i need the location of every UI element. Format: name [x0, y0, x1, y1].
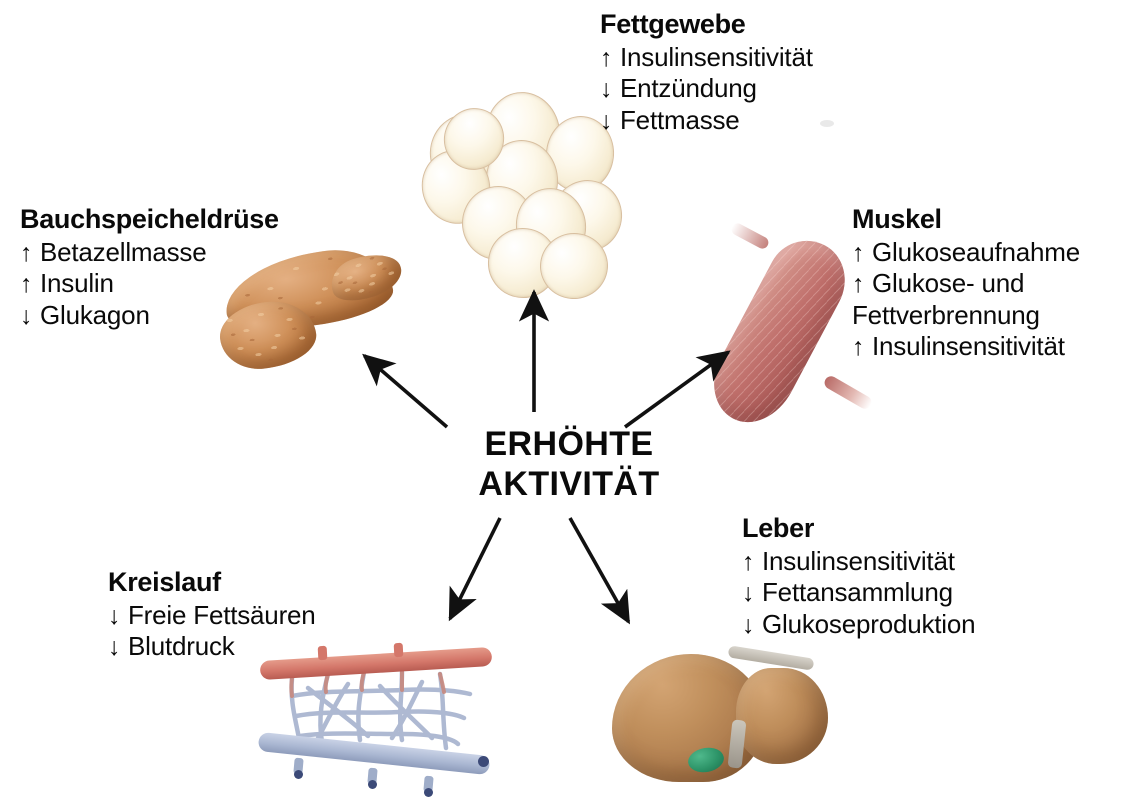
label-circulation: Kreislauf ↓Freie Fettsäuren ↓Blutdruck [108, 566, 316, 663]
label-adipose-effect-1: ↓Entzündung [600, 73, 813, 104]
muscle-fiber-texture [698, 227, 860, 437]
label-liver-title: Leber [742, 513, 815, 543]
arrow-down-icon: ↓ [600, 106, 613, 135]
arrow-up-icon: ↑ [742, 547, 755, 576]
arrow-down-icon: ↓ [108, 601, 121, 630]
label-muscle-effect-1: ↑Glukose- und [852, 268, 1080, 299]
effect-text: Insulinsensitivität [872, 331, 1065, 362]
effect-text: Glukagon [40, 299, 150, 330]
circulation-image [256, 642, 502, 798]
label-liver-effect-2: ↓Glukoseproduktion [742, 608, 976, 640]
effect-text: Glukoseproduktion [762, 608, 976, 639]
liver-left-lobe [736, 668, 828, 764]
arrow-to-liver [568, 517, 631, 625]
arrow-up-icon: ↑ [852, 238, 865, 267]
effect-text: Fettmasse [620, 104, 740, 135]
effect-text: Fettverbrennung [852, 299, 1040, 330]
arrow-down-icon: ↓ [742, 579, 755, 608]
arrow-to-circulation [448, 517, 502, 622]
arrow-up-icon: ↑ [600, 43, 613, 72]
vein-stub-cap [294, 770, 303, 779]
effect-text: Insulin [40, 268, 114, 299]
label-pancreas: Bauchspeicheldrüse ↑Betazellmasse ↑Insul… [20, 203, 279, 331]
label-pancreas-effect-0: ↑Betazellmasse [20, 237, 279, 268]
muscle-tendon [822, 373, 874, 412]
label-liver-effect-0: ↑Insulinsensitivität [742, 546, 975, 577]
label-pancreas-effect-2: ↓Glukagon [20, 300, 279, 331]
arrow-up-icon: ↑ [20, 238, 33, 267]
label-adipose-title: Fettgewebe [600, 9, 746, 39]
vein-end-cap [478, 756, 489, 767]
muscle-belly [698, 227, 860, 437]
label-muscle-effect-3: ↑Insulinsensitivität [852, 331, 1080, 362]
effect-text: Glukoseaufnahme [872, 236, 1081, 267]
label-circulation-effect-1: ↓Blutdruck [108, 631, 316, 662]
effect-text: Fettansammlung [762, 577, 953, 608]
label-liver-effect-1: ↓Fettansammlung [742, 577, 975, 608]
arrow-down-icon: ↓ [600, 75, 613, 104]
label-pancreas-title: Bauchspeicheldrüse [20, 204, 279, 234]
label-adipose: Fettgewebe ↑Insulinsensitivität ↓Entzünd… [600, 8, 813, 136]
arrow-to-muscle [623, 350, 731, 429]
liver-ligament [727, 645, 815, 671]
vein-stub-cap [424, 788, 433, 797]
arrow-down-icon: ↓ [108, 633, 121, 662]
arrow-up-icon: ↑ [20, 270, 33, 299]
image-artifact [820, 120, 834, 127]
liver-image [610, 640, 830, 795]
label-muscle-effect-2: Fettverbrennung [852, 300, 1080, 331]
center-title-line-1: ERHÖHTE [484, 425, 654, 463]
artery-branch-stub [393, 642, 404, 658]
arrow-up-icon: ↑ [852, 270, 865, 299]
label-circulation-title: Kreislauf [108, 567, 221, 597]
label-muscle-effect-0: ↑Glukoseaufnahme [852, 237, 1080, 268]
effect-text: Entzündung [620, 73, 757, 104]
label-muscle: Muskel ↑Glukoseaufnahme ↑Glukose- und Fe… [852, 203, 1080, 362]
capillary-network [289, 669, 473, 751]
label-adipose-effect-2: ↓Fettmasse [600, 105, 813, 136]
effect-text: Glukose- und [872, 268, 1025, 299]
label-adipose-effect-0: ↑Insulinsensitivität [600, 42, 813, 73]
effect-text: Betazellmasse [40, 236, 207, 267]
arrow-down-icon: ↓ [20, 301, 33, 330]
label-liver: Leber ↑Insulinsensitivität ↓Fettansammlu… [742, 512, 976, 640]
effect-text: Insulinsensitivität [762, 545, 955, 576]
center-title-line-2: AKTIVITÄT [478, 465, 660, 504]
arrow-up-icon: ↑ [852, 333, 865, 362]
arrow-down-icon: ↓ [742, 610, 755, 639]
label-pancreas-effect-1: ↑Insulin [20, 268, 279, 299]
effect-text: Insulinsensitivität [620, 41, 813, 72]
artery-branch-stub [317, 645, 328, 661]
effect-text: Freie Fettsäuren [128, 599, 316, 630]
vein-stub-cap [368, 780, 377, 789]
label-muscle-title: Muskel [852, 204, 942, 234]
label-circulation-effect-0: ↓Freie Fettsäuren [108, 600, 316, 631]
page-title: ERHÖHTE AKTIVITÄT [0, 424, 1138, 505]
effect-text: Blutdruck [128, 631, 235, 662]
muscle-tendon-upper [729, 221, 771, 251]
